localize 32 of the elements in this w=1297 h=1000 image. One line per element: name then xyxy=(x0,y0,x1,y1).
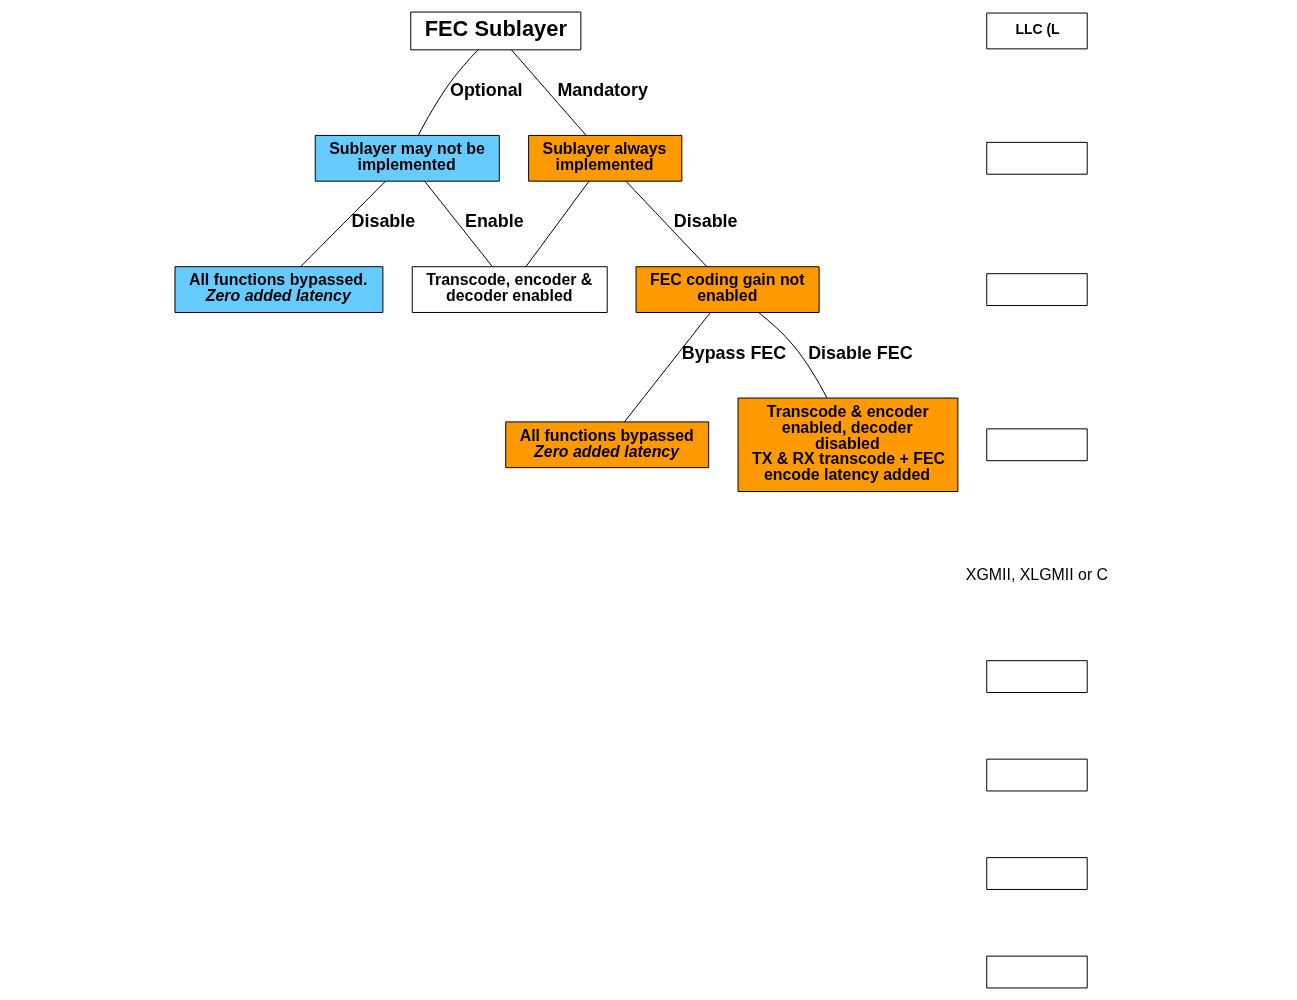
node-box xyxy=(985,660,1088,693)
label: XGMII, XLGMII or C xyxy=(965,565,1108,583)
edge-label: Disable FEC xyxy=(807,342,913,363)
connector xyxy=(625,180,707,268)
node-box: FEC Sublayer xyxy=(409,11,581,51)
node-box: All functions bypassed. Zero added latency xyxy=(174,266,383,313)
edge-label: Optional xyxy=(449,80,523,101)
connector xyxy=(299,180,386,268)
node-box xyxy=(985,141,1088,175)
node-box: All functions bypassed Zero added latency xyxy=(504,421,709,469)
node-box xyxy=(985,955,1088,989)
node-box: Transcode & encoder enabled, decoder disabled TX & RX transcode + FEC encode latency added xyxy=(737,397,958,493)
node-box xyxy=(985,857,1088,890)
connector xyxy=(525,180,589,268)
connector xyxy=(510,49,586,136)
edge-label: Mandatory xyxy=(556,80,648,101)
connector xyxy=(423,180,493,268)
connector xyxy=(757,312,827,399)
edge-label: Enable xyxy=(464,211,524,232)
node-box xyxy=(985,758,1088,792)
connector xyxy=(623,312,711,423)
node-box: Transcode, encoder & decoder enabled xyxy=(411,266,608,313)
node-box xyxy=(985,273,1088,306)
connector xyxy=(417,49,478,136)
node-box: LLC (L xyxy=(985,12,1088,50)
node-box: Sublayer always implemented xyxy=(527,134,682,182)
edge-label: Disable xyxy=(351,211,415,232)
edge-label: Disable xyxy=(673,211,738,232)
node-box xyxy=(985,428,1088,462)
edge-label: Bypass FEC xyxy=(681,342,786,363)
node-box: Sublayer may not be implemented xyxy=(314,134,500,182)
node-box: FEC coding gain not enabled xyxy=(635,266,820,313)
